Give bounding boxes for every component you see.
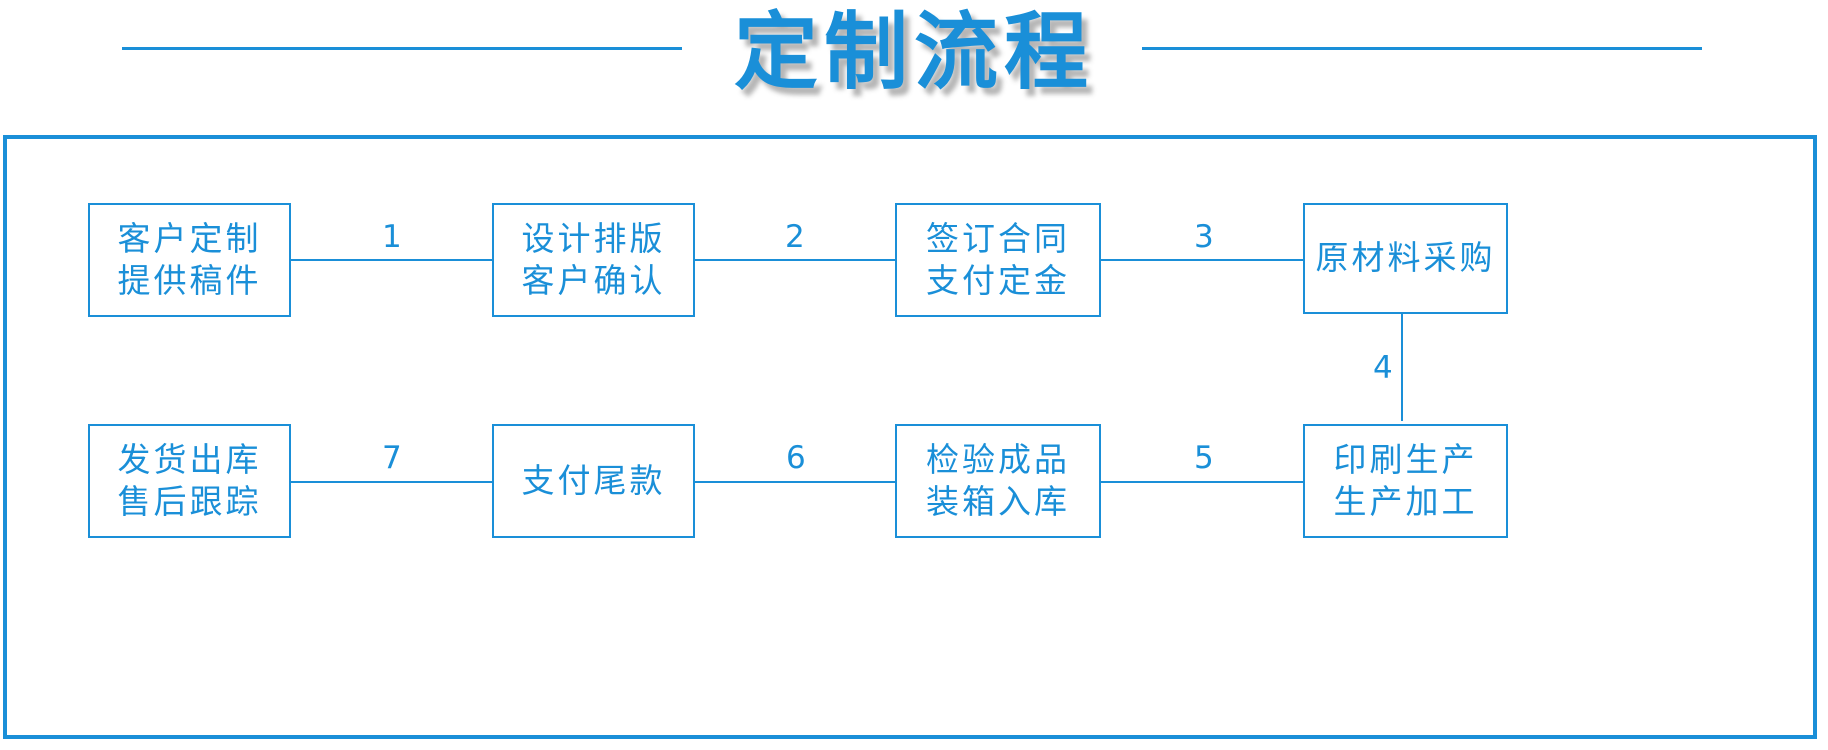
flow-node-final-payment[interactable]: 支付尾款: [492, 424, 695, 538]
page-title: 定制流程: [733, 3, 1094, 101]
connector-2-label: 2: [781, 222, 809, 253]
flow-node-line: 支付定金: [926, 261, 1070, 300]
flow-node-printing-production[interactable]: 印刷生产 生产加工: [1303, 424, 1508, 538]
connector-5-label: 5: [1190, 443, 1218, 474]
connector-1: [290, 259, 494, 261]
flow-node-inspection-packing[interactable]: 检验成品 装箱入库: [895, 424, 1101, 538]
flow-node-customer-order[interactable]: 客户定制 提供稿件: [88, 203, 291, 317]
diagram-header: 定制流程: [0, 0, 1828, 108]
connector-4-label: 4: [1369, 353, 1397, 384]
flow-node-line: 售后跟踪: [117, 482, 262, 521]
flow-node-shipping-aftersales[interactable]: 发货出库 售后跟踪: [88, 424, 291, 538]
flow-node-raw-material-purchase[interactable]: 原材料采购: [1303, 203, 1508, 314]
connector-1-label: 1: [378, 222, 406, 253]
header-rule-right-icon: [1142, 47, 1702, 50]
connector-5: [1100, 481, 1304, 483]
flow-node-line: 提供稿件: [117, 261, 262, 300]
flow-node-line: 生产加工: [1333, 482, 1478, 521]
connector-6-label: 6: [782, 443, 810, 474]
flow-node-line: 客户定制: [117, 218, 262, 258]
flow-node-line: 签订合同: [926, 218, 1070, 258]
connector-7-label: 7: [378, 443, 406, 474]
flow-node-sign-contract[interactable]: 签订合同 支付定金: [895, 203, 1101, 317]
connector-4: [1401, 311, 1403, 421]
connector-2: [693, 259, 896, 261]
flow-node-line: 印刷生产: [1333, 439, 1478, 479]
flow-node-line: 发货出库: [117, 439, 262, 479]
connector-3-label: 3: [1190, 222, 1218, 253]
connector-3: [1100, 259, 1304, 261]
header-rule-left-icon: [122, 47, 682, 50]
flow-node-design-layout[interactable]: 设计排版 客户确认: [492, 203, 695, 317]
flow-node-line: 支付尾款: [521, 460, 666, 500]
flow-node-line: 客户确认: [521, 261, 666, 300]
flow-node-line: 检验成品: [926, 439, 1070, 479]
connector-7: [290, 481, 494, 483]
flow-node-line: 装箱入库: [926, 482, 1070, 521]
flow-node-line: 原材料采购: [1315, 238, 1496, 278]
flow-node-line: 设计排版: [521, 218, 666, 258]
connector-6: [693, 481, 897, 483]
